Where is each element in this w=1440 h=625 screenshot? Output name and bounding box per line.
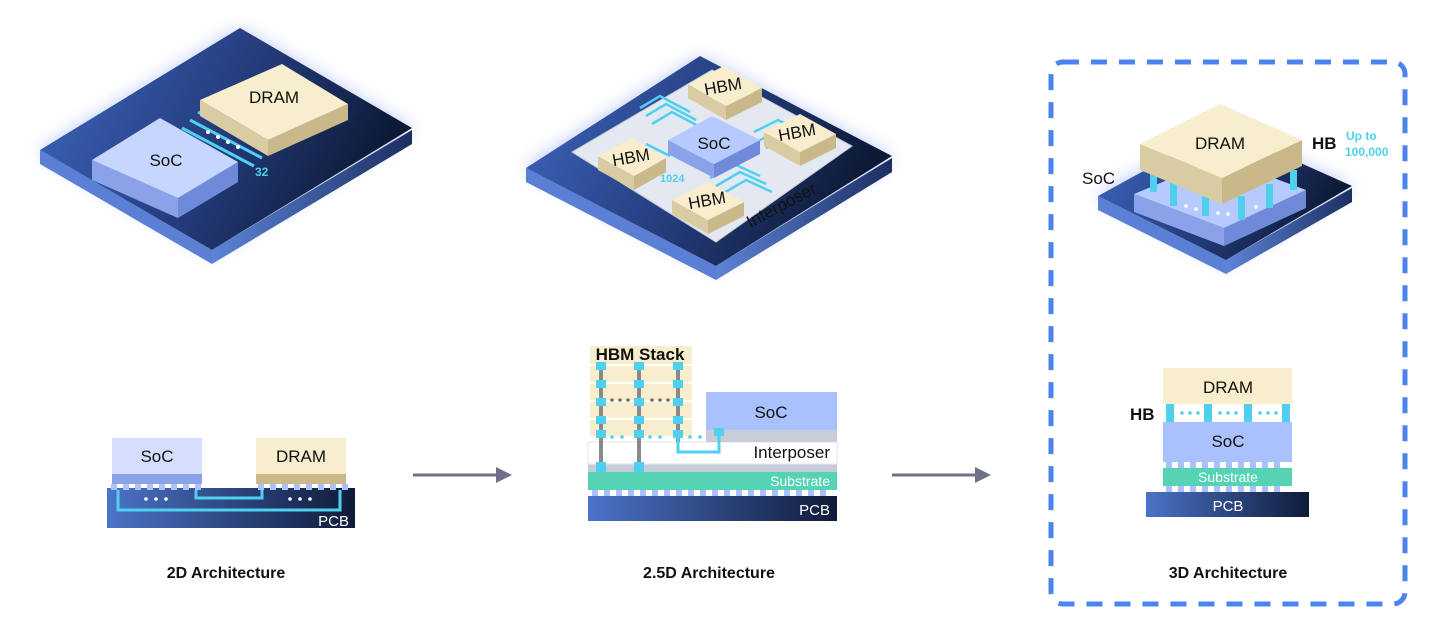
section-soc-label: SoC — [754, 403, 787, 422]
iso-soc-label: SoC — [149, 151, 182, 170]
iso-soc-label: SoC — [1082, 169, 1115, 188]
section-dram-label: DRAM — [1203, 378, 1253, 397]
section-pcb — [1146, 492, 1309, 517]
interposer-dots — [610, 435, 702, 439]
board-side-left — [1098, 196, 1226, 274]
section-pcb-label: PCB — [1213, 498, 1244, 515]
soc-side-left — [1134, 194, 1224, 246]
section-substrate-label: Substrate — [770, 473, 830, 489]
substrate-bumps — [592, 490, 826, 496]
soc-side-left — [92, 160, 178, 218]
hybrid-bond-pillars — [1150, 170, 1297, 220]
soc-side-left — [668, 140, 714, 178]
arrow-head — [496, 467, 512, 483]
arrow-2d-to-25d — [413, 467, 512, 483]
section-substrate-label: Substrate — [1198, 469, 1258, 485]
iso-bus-width-label: 1024 — [660, 173, 685, 185]
section-hb-label: HB — [1130, 405, 1155, 424]
dram-side-right — [1222, 140, 1302, 204]
hbm-bottom — [672, 182, 744, 234]
section-pcb — [107, 488, 355, 528]
caption-2d: 2D Architecture — [167, 565, 286, 582]
board-side-right — [1226, 188, 1352, 274]
soc-top — [92, 118, 238, 198]
section-interposer-base — [588, 464, 837, 472]
pcb-trace-dots — [144, 497, 312, 501]
hbm-stack-top-die — [590, 346, 692, 364]
board-side-left — [526, 168, 716, 280]
section-substrate — [588, 472, 837, 490]
dram-top — [1140, 104, 1302, 178]
soc-side-right — [178, 162, 238, 218]
section-soc — [706, 392, 837, 430]
board-side-right — [212, 130, 412, 264]
dram-side-left — [200, 100, 268, 156]
pcb-traces — [116, 490, 342, 512]
section-2d-group: SoC DRAM PCB — [107, 438, 355, 530]
soc-side-right — [1224, 190, 1306, 246]
dram-top — [200, 64, 348, 140]
hybrid-bond-layer — [1166, 404, 1290, 422]
soc-side-right — [714, 140, 760, 178]
dram-package — [256, 474, 346, 484]
iso-dram-label: DRAM — [249, 88, 299, 107]
iso-soc-label: SoC — [697, 134, 730, 153]
substrate-bumps — [1166, 462, 1280, 492]
iso-hb-label: HB — [1312, 134, 1337, 153]
soc-package — [112, 474, 202, 484]
tsv-pads — [596, 362, 724, 472]
section-substrate — [1163, 468, 1292, 486]
hybrid-bond-dots — [1184, 204, 1258, 216]
section-25d-group: PCB Substrate Interposer SoC HBM Stack — [587, 345, 838, 521]
hbm-right — [764, 114, 836, 166]
section-dram-label: DRAM — [276, 447, 326, 466]
hbm-left — [598, 138, 666, 190]
iso-25d-group: HBM HBM HBM HBM SoC 1024 Interposer — [526, 56, 892, 280]
iso-3d-group: DRAM SoC HB Up to 100,000 — [1082, 104, 1389, 274]
dram-side-right — [268, 104, 348, 156]
hbm-top — [688, 66, 762, 120]
iso-interconnect-dots — [206, 130, 240, 149]
section-soc-label: SoC — [140, 447, 173, 466]
highlight-3d-frame — [1048, 59, 1408, 607]
caption-3d: 3D Architecture — [1169, 565, 1288, 582]
section-soc — [1163, 422, 1292, 462]
arrow-head — [975, 467, 991, 483]
section-soc — [112, 438, 202, 474]
board-side-right — [716, 158, 892, 280]
section-soc-label: SoC — [1211, 432, 1244, 451]
soc-base — [706, 430, 837, 442]
iso-bus-width-label: 32 — [255, 165, 269, 179]
pcb-bumps — [111, 484, 348, 490]
interposer-trace — [676, 436, 721, 454]
iso-2d-group: DRAM SoC 32 — [40, 28, 412, 264]
board-side-left — [40, 150, 212, 264]
dram-side-left — [1140, 144, 1222, 204]
section-pcb-label: PCB — [799, 502, 830, 519]
iso-dram-label: DRAM — [1195, 134, 1245, 153]
section-hbm-stack-label: HBM Stack — [596, 345, 685, 364]
iso-count-label: 100,000 — [1345, 145, 1389, 159]
caption-25d: 2.5D Architecture — [643, 565, 775, 582]
hbm-die-dots — [610, 398, 670, 402]
section-3d-group: PCB Substrate SoC HB DRAM — [1130, 368, 1309, 517]
section-interposer-label: Interposer — [753, 443, 830, 462]
iso-up-to-label: Up to — [1346, 129, 1377, 143]
section-dram — [1163, 368, 1292, 404]
arrow-25d-to-3d — [892, 467, 991, 483]
section-dram — [256, 438, 346, 474]
section-pcb-label: PCB — [318, 513, 349, 530]
soc-top — [668, 116, 760, 164]
section-pcb — [588, 496, 837, 521]
